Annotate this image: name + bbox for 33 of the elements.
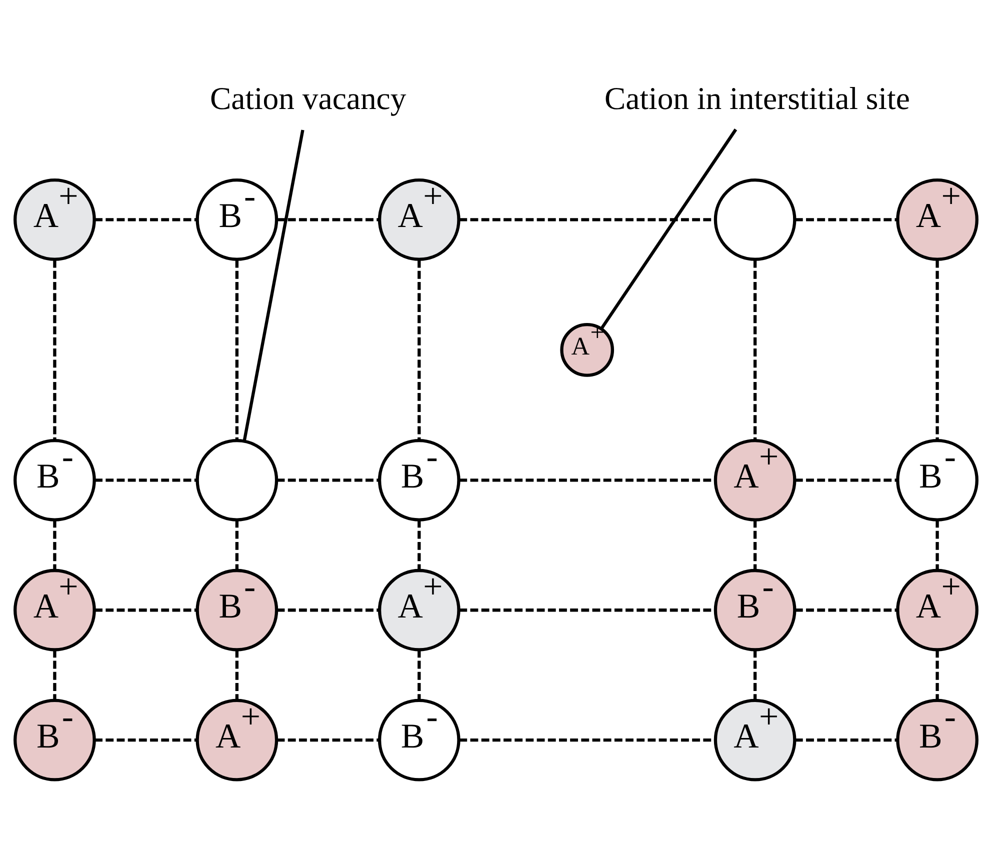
connector	[235, 650, 239, 700]
connector	[418, 520, 421, 570]
connector	[235, 520, 239, 570]
connector	[753, 650, 757, 700]
connector	[753, 520, 757, 570]
connector	[276, 738, 380, 742]
connector	[242, 130, 304, 442]
connector	[276, 218, 380, 222]
connector	[794, 608, 898, 612]
connector	[753, 260, 757, 440]
connector	[53, 650, 56, 700]
connector	[94, 738, 197, 742]
connector	[53, 520, 56, 570]
node-circle	[196, 439, 278, 522]
connector	[600, 128, 738, 330]
connector	[94, 478, 197, 482]
connector	[936, 650, 939, 700]
connector	[936, 520, 939, 570]
node-circle	[714, 178, 796, 261]
connector	[936, 260, 939, 440]
connector	[794, 738, 898, 742]
connector	[94, 608, 197, 612]
connector	[53, 260, 56, 440]
connector	[276, 608, 380, 612]
connector	[235, 260, 239, 440]
node-text: Cation in interstitial site	[604, 80, 910, 116]
connector	[418, 260, 421, 440]
connector	[276, 478, 380, 482]
connector	[94, 218, 197, 222]
connector	[794, 478, 898, 482]
connector	[418, 650, 421, 700]
node-text: Cation vacancy	[210, 80, 406, 116]
connector	[794, 218, 898, 222]
